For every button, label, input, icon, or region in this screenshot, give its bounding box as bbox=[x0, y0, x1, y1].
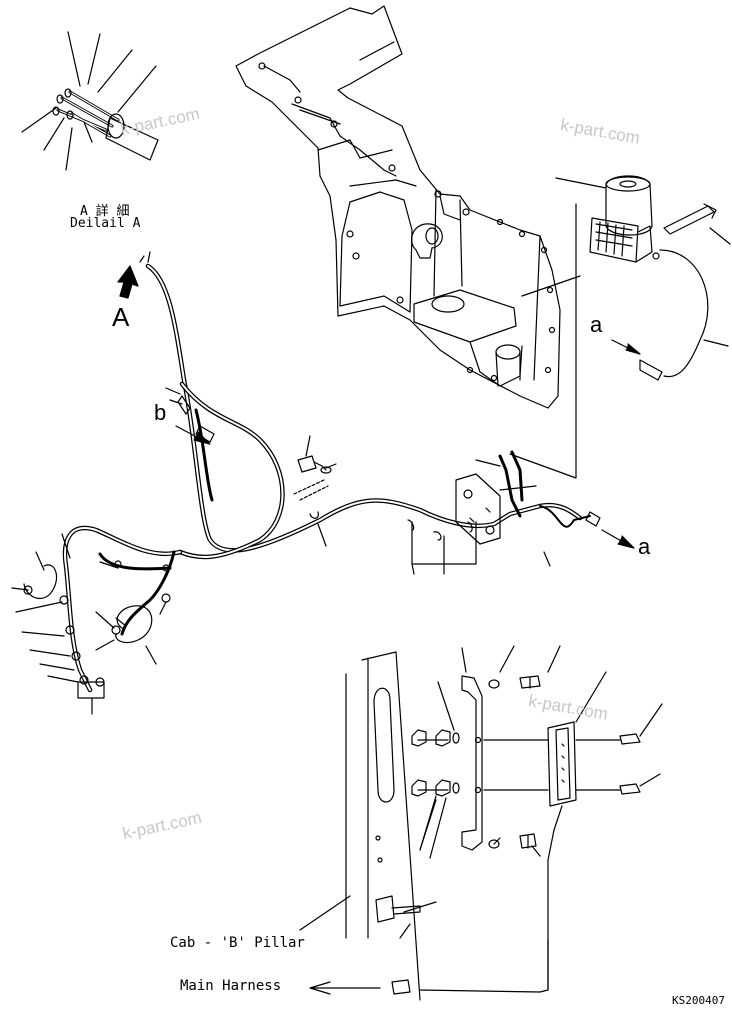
view-label-a: A bbox=[112, 302, 130, 332]
cab-pillar-callout: Cab - 'B' Pillar bbox=[170, 935, 305, 951]
leader-lines bbox=[11, 523, 551, 683]
main-harness-arrow bbox=[309, 981, 381, 995]
ref-label-b: b bbox=[154, 400, 167, 425]
cab-pillar-leader bbox=[299, 895, 351, 931]
center-bolt bbox=[293, 435, 337, 501]
bracket-bar-assembly bbox=[391, 645, 663, 995]
detail-a-title-jp: A 詳 細 bbox=[80, 204, 130, 219]
ref-label-a-lower: a bbox=[638, 534, 651, 559]
detail-a-title-en: Deilail A bbox=[70, 216, 141, 231]
cab-light-unit bbox=[589, 175, 717, 381]
detail-a-drawing bbox=[21, 31, 159, 171]
view-arrow-a bbox=[117, 251, 151, 299]
mount-plate bbox=[455, 459, 537, 545]
arrow-b bbox=[175, 425, 211, 445]
ref-label-a-upper: a bbox=[590, 312, 603, 337]
figure-code: KS200407 bbox=[672, 994, 725, 1007]
main-harness-callout: Main Harness bbox=[180, 978, 282, 994]
arrow-a-lower bbox=[601, 529, 635, 549]
b-pillar-detail bbox=[345, 651, 437, 1001]
bracket-leader bbox=[509, 177, 731, 479]
arrow-a-upper bbox=[611, 339, 641, 355]
cab-panel-assembly bbox=[235, 5, 561, 409]
harness-route bbox=[23, 263, 601, 715]
